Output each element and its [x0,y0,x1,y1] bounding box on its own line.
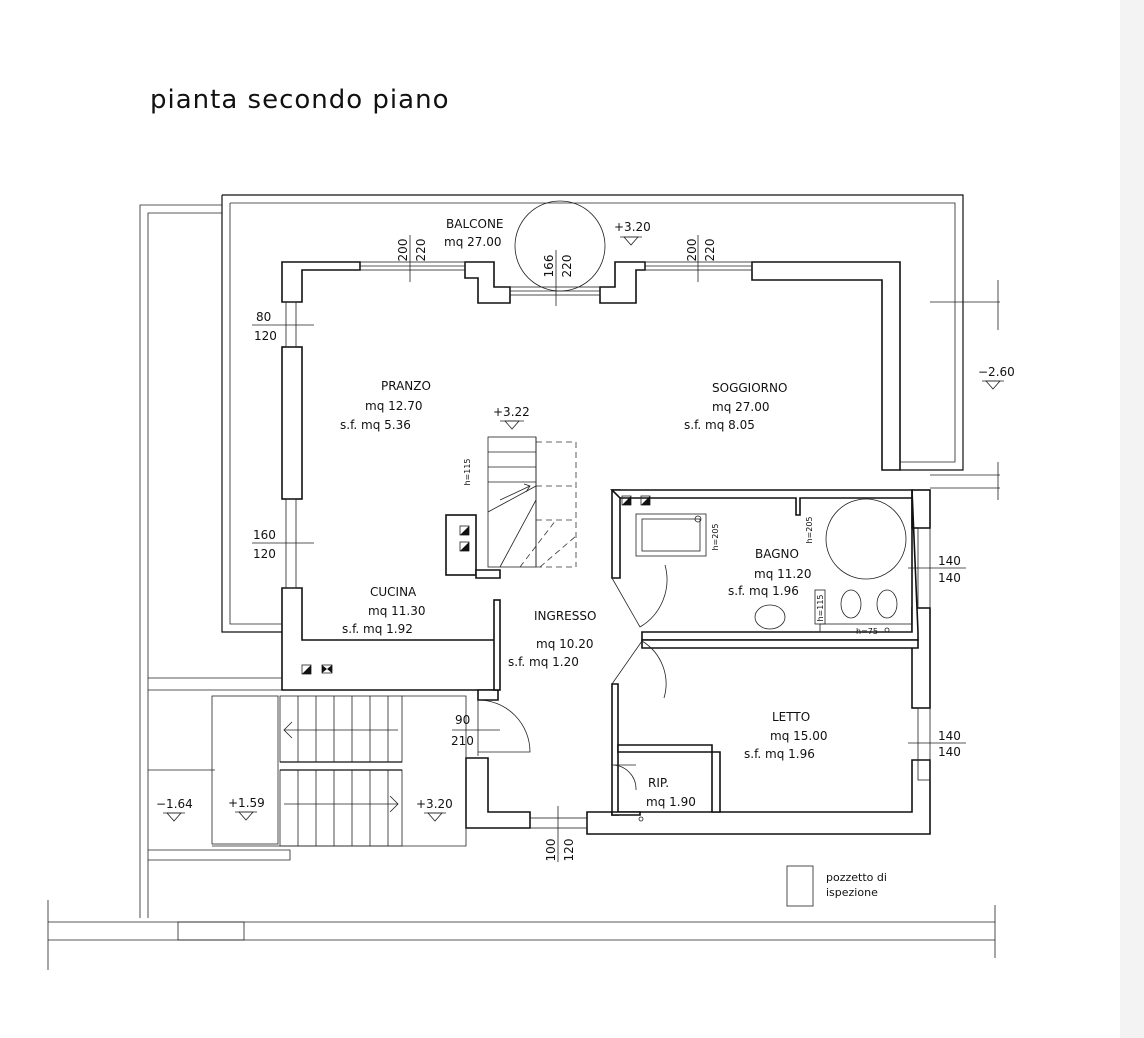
dim-win-top-center-a: 166 [542,255,556,278]
exterior-walls [281,261,931,835]
level-left-a: −1.64 [156,797,193,811]
room-name-cucina: CUCINA [370,585,417,599]
room-area-letto: mq 15.00 [770,729,827,743]
room-sf-cucina: s.f. mq 1.92 [342,622,413,636]
height-bagno-wall: h=205 [805,516,814,543]
room-sf-bagno: s.f. mq 1.96 [728,584,799,598]
room-name-rip: RIP. [648,776,669,790]
interior-walls [445,489,919,816]
room-sf-ingresso: s.f. mq 1.20 [508,655,579,669]
room-labels: BALCONE mq 27.00 PRANZO mq 12.70 s.f. mq… [340,217,827,809]
electrical-symbols [301,495,651,675]
room-sf-pranzo: s.f. mq 5.36 [340,418,411,432]
height-shower: h=205 [711,523,720,550]
height-sink: h=75 [856,627,878,636]
room-name-letto: LETTO [772,710,810,724]
level-markers: +3.20 +3.22 −2.60 −1.64 +1.59 +3.20 [156,220,1015,822]
height-labels: h=115 h=205 h=205 h=115 h=75 [463,458,878,636]
room-area-balcone: mq 27.00 [444,235,501,249]
dim-win-top-left-b: 220 [414,239,428,262]
room-area-rip: mq 1.90 [646,795,696,809]
dim-win-bottom-a: 100 [544,839,558,862]
level-landing: +3.20 [416,797,453,811]
scan-edge-strip [1120,0,1144,1038]
legend-inspection-box-icon [786,865,814,907]
level-left-b: +1.59 [228,796,265,810]
room-name-ingresso: INGRESSO [534,609,596,623]
legend: pozzetto di ispezione [786,865,887,907]
dim-win-left-upper-a: 80 [256,310,271,324]
dimension-lines [252,235,966,862]
dim-win-top-right-a: 200 [685,239,699,262]
level-stair-top: +3.22 [493,405,530,419]
external-staircase [211,695,467,847]
dim-win-top-left-a: 200 [396,239,410,262]
level-right-ext: −2.60 [978,365,1015,379]
room-sf-soggiorno: s.f. mq 8.05 [684,418,755,432]
top-windows [359,200,753,296]
internal-staircase [487,436,577,568]
dim-win-top-right-b: 220 [703,239,717,262]
dimension-labels: 200 220 166 220 200 220 80 120 160 120 9… [253,239,961,862]
doors [477,564,668,791]
height-bagno-small: h=115 [816,594,825,621]
site-boundary [47,194,1000,970]
room-area-pranzo: mq 12.70 [365,399,422,413]
dim-win-right-bagno-b: 140 [938,571,961,585]
room-area-soggiorno: mq 27.00 [712,400,769,414]
dim-win-bottom-b: 120 [562,839,576,862]
dim-door-entry-a: 90 [455,713,470,727]
dim-door-entry-b: 210 [451,734,474,748]
dim-win-right-bagno-a: 140 [938,554,961,568]
room-sf-letto: s.f. mq 1.96 [744,747,815,761]
legend-text-line1: pozzetto di [826,871,887,884]
bathroom-fixtures [635,498,913,822]
dim-win-left-lower-a: 160 [253,528,276,542]
room-name-pranzo: PRANZO [381,379,431,393]
dim-win-right-letto-b: 140 [938,745,961,759]
room-name-bagno: BAGNO [755,547,799,561]
room-area-bagno: mq 11.20 [754,567,811,581]
room-area-ingresso: mq 10.20 [536,637,593,651]
legend-text-line2: ispezione [826,886,878,899]
dim-win-left-lower-b: 120 [253,547,276,561]
plan-title: pianta secondo piano [150,85,449,115]
dim-win-right-letto-a: 140 [938,729,961,743]
dim-win-left-upper-b: 120 [254,329,277,343]
height-stair: h=115 [463,458,472,485]
room-area-cucina: mq 11.30 [368,604,425,618]
room-name-soggiorno: SOGGIORNO [712,381,787,395]
level-balcone: +3.20 [614,220,651,234]
dim-win-top-center-b: 220 [560,255,574,278]
room-name-balcone: BALCONE [446,217,504,231]
